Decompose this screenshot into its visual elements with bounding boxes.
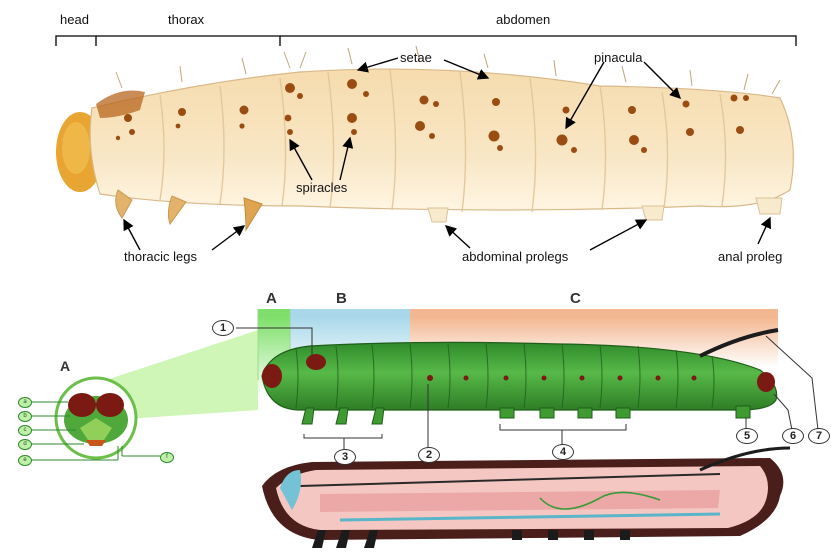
head-part-c: c xyxy=(18,425,32,436)
band-label-c: C xyxy=(570,290,581,307)
callout-4: 4 xyxy=(552,444,574,460)
callout-2: 2 xyxy=(418,447,440,463)
callout-6: 6 xyxy=(782,428,804,444)
head-part-d: d xyxy=(18,439,32,450)
callout-1: 1 xyxy=(212,320,234,336)
label-spiracles: spiracles xyxy=(296,180,347,195)
callout-5: 5 xyxy=(736,428,758,444)
head-part-e: e xyxy=(18,455,32,466)
label-setae: setae xyxy=(400,50,432,65)
head-inset-letter: A xyxy=(60,358,70,374)
band-a-strip xyxy=(258,309,290,317)
segment-label-head: head xyxy=(60,12,89,27)
band-label-b: B xyxy=(336,290,347,307)
callout-7: 7 xyxy=(808,428,830,444)
band-b-strip xyxy=(290,309,410,317)
head-part-f: f xyxy=(160,452,174,463)
head-inset xyxy=(30,330,258,460)
label-anal-proleg: anal proleg xyxy=(718,249,782,264)
head-part-a: a xyxy=(18,397,32,408)
label-abdominal-prolegs: abdominal prolegs xyxy=(462,249,568,264)
callout-3: 3 xyxy=(334,449,356,465)
segment-brackets xyxy=(56,36,796,46)
label-pinacula: pinacula xyxy=(594,50,642,65)
segment-label-abdomen: abdomen xyxy=(496,12,550,27)
label-thoracic-legs: thoracic legs xyxy=(124,249,197,264)
band-label-a: A xyxy=(266,290,277,307)
band-c-strip xyxy=(410,309,778,317)
segment-label-thorax: thorax xyxy=(168,12,204,27)
top-caterpillar-illustration xyxy=(56,46,793,230)
head-part-b: b xyxy=(18,411,32,422)
